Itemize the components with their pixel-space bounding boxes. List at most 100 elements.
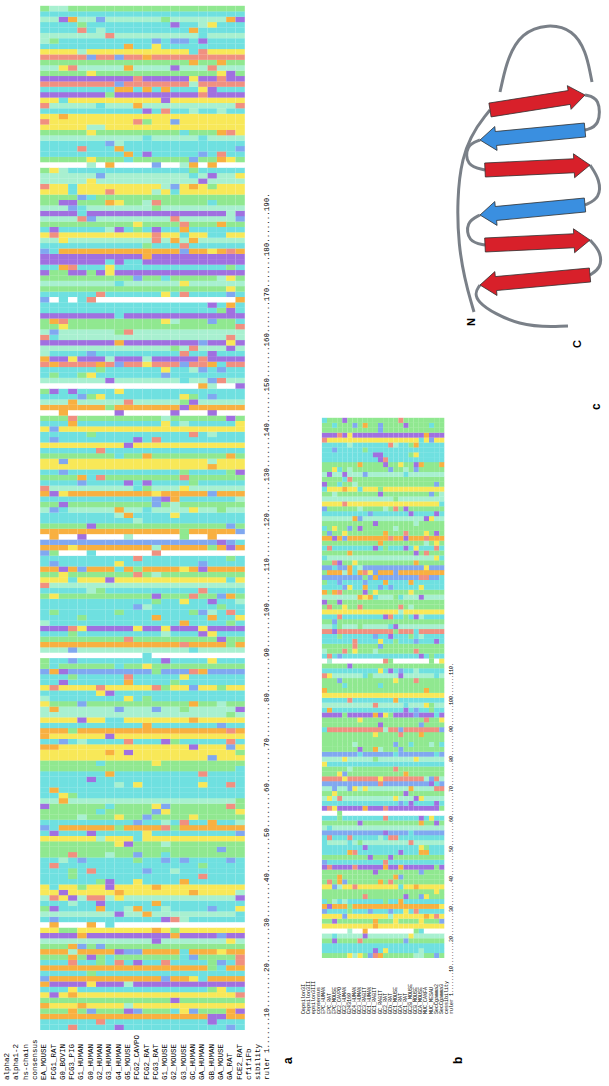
residue-shading xyxy=(124,981,133,987)
residue-shading xyxy=(96,981,105,987)
residue-shading xyxy=(96,281,105,287)
residue-shading xyxy=(68,415,77,421)
residue-shading xyxy=(115,771,124,777)
residue-shading xyxy=(68,572,77,578)
residue-shading xyxy=(59,561,68,567)
residue-shading xyxy=(105,712,114,718)
residue-shading xyxy=(87,151,96,157)
residue-shading xyxy=(115,863,124,869)
residue-shading xyxy=(124,437,133,443)
residue-shading xyxy=(59,367,68,373)
residue-shading xyxy=(115,243,124,249)
residue-shading xyxy=(40,723,49,729)
residue-shading xyxy=(59,723,68,729)
residue-shading xyxy=(115,442,124,448)
residue-shading xyxy=(124,971,133,977)
residue-shading xyxy=(50,582,59,588)
residue-shading xyxy=(124,356,133,362)
residue-shading xyxy=(87,820,96,826)
residue-shading xyxy=(50,448,59,454)
residue-shading xyxy=(40,960,49,966)
residue-shading xyxy=(59,798,68,804)
residue-shading xyxy=(87,696,96,702)
residue-shading xyxy=(96,388,105,394)
residue-shading xyxy=(59,771,68,777)
residue-shading xyxy=(105,194,114,200)
residue-shading xyxy=(124,577,133,583)
residue-shading xyxy=(68,238,77,244)
residue-shading xyxy=(59,194,68,200)
residue-shading xyxy=(96,335,105,341)
residue-shading xyxy=(105,663,114,669)
residue-shading xyxy=(68,119,77,125)
residue-shading xyxy=(105,1014,114,1020)
residue-shading xyxy=(59,275,68,281)
residue-shading xyxy=(105,922,114,928)
residue-shading xyxy=(40,523,49,529)
residue-shading xyxy=(96,679,105,685)
residue-shading xyxy=(59,706,68,712)
residue-shading xyxy=(68,927,77,933)
residue-shading xyxy=(124,852,133,858)
residue-shading xyxy=(115,318,124,324)
residue-shading xyxy=(40,717,49,723)
residue-shading xyxy=(68,717,77,723)
residue-shading xyxy=(96,954,105,960)
residue-shading xyxy=(50,92,59,98)
residue-shading xyxy=(124,130,133,136)
residue-shading xyxy=(96,135,105,141)
residue-shading xyxy=(96,992,105,998)
residue-shading xyxy=(115,378,124,384)
residue-shading xyxy=(68,27,77,33)
residue-shading xyxy=(105,415,114,421)
residue-shading xyxy=(115,604,124,610)
residue-shading xyxy=(87,415,96,421)
residue-shading xyxy=(50,653,59,659)
residue-shading xyxy=(59,890,68,896)
residue-shading xyxy=(115,297,124,303)
residue-shading xyxy=(59,437,68,443)
residue-shading xyxy=(50,917,59,923)
residue-shading xyxy=(124,874,133,880)
residue-shading xyxy=(50,615,59,621)
residue-shading xyxy=(115,679,124,685)
residue-shading xyxy=(87,49,96,55)
residue-shading xyxy=(105,507,114,513)
residue-shading xyxy=(87,480,96,486)
residue-shading xyxy=(115,793,124,799)
residue-shading xyxy=(77,345,86,351)
residue-shading xyxy=(133,793,142,799)
residue-shading xyxy=(77,275,86,281)
residue-shading xyxy=(124,884,133,890)
residue-shading xyxy=(105,108,114,114)
residue-shading xyxy=(68,162,77,168)
residue-shading xyxy=(68,259,77,265)
residue-shading xyxy=(68,609,77,615)
residue-shading xyxy=(77,362,86,368)
residue-shading xyxy=(133,976,142,982)
residue-shading xyxy=(40,900,49,906)
residue-shading xyxy=(124,464,133,470)
residue-shading xyxy=(115,157,124,163)
residue-shading xyxy=(105,987,114,993)
residue-shading xyxy=(87,130,96,136)
residue-shading xyxy=(68,933,77,939)
residue-shading xyxy=(87,372,96,378)
residue-shading xyxy=(59,917,68,923)
residue-shading xyxy=(68,232,77,238)
residue-shading xyxy=(96,863,105,869)
residue-shading xyxy=(133,874,142,880)
residue-shading xyxy=(87,890,96,896)
residue-shading xyxy=(59,782,68,788)
residue-shading xyxy=(87,426,96,432)
residue-shading xyxy=(77,857,86,863)
residue-shading xyxy=(133,733,142,739)
residue-shading xyxy=(96,6,105,12)
residue-shading xyxy=(133,787,142,793)
residue-shading xyxy=(96,442,105,448)
residue-shading xyxy=(96,593,105,599)
residue-shading xyxy=(59,712,68,718)
residue-shading xyxy=(115,798,124,804)
residue-shading xyxy=(59,200,68,206)
residue-shading xyxy=(105,728,114,734)
